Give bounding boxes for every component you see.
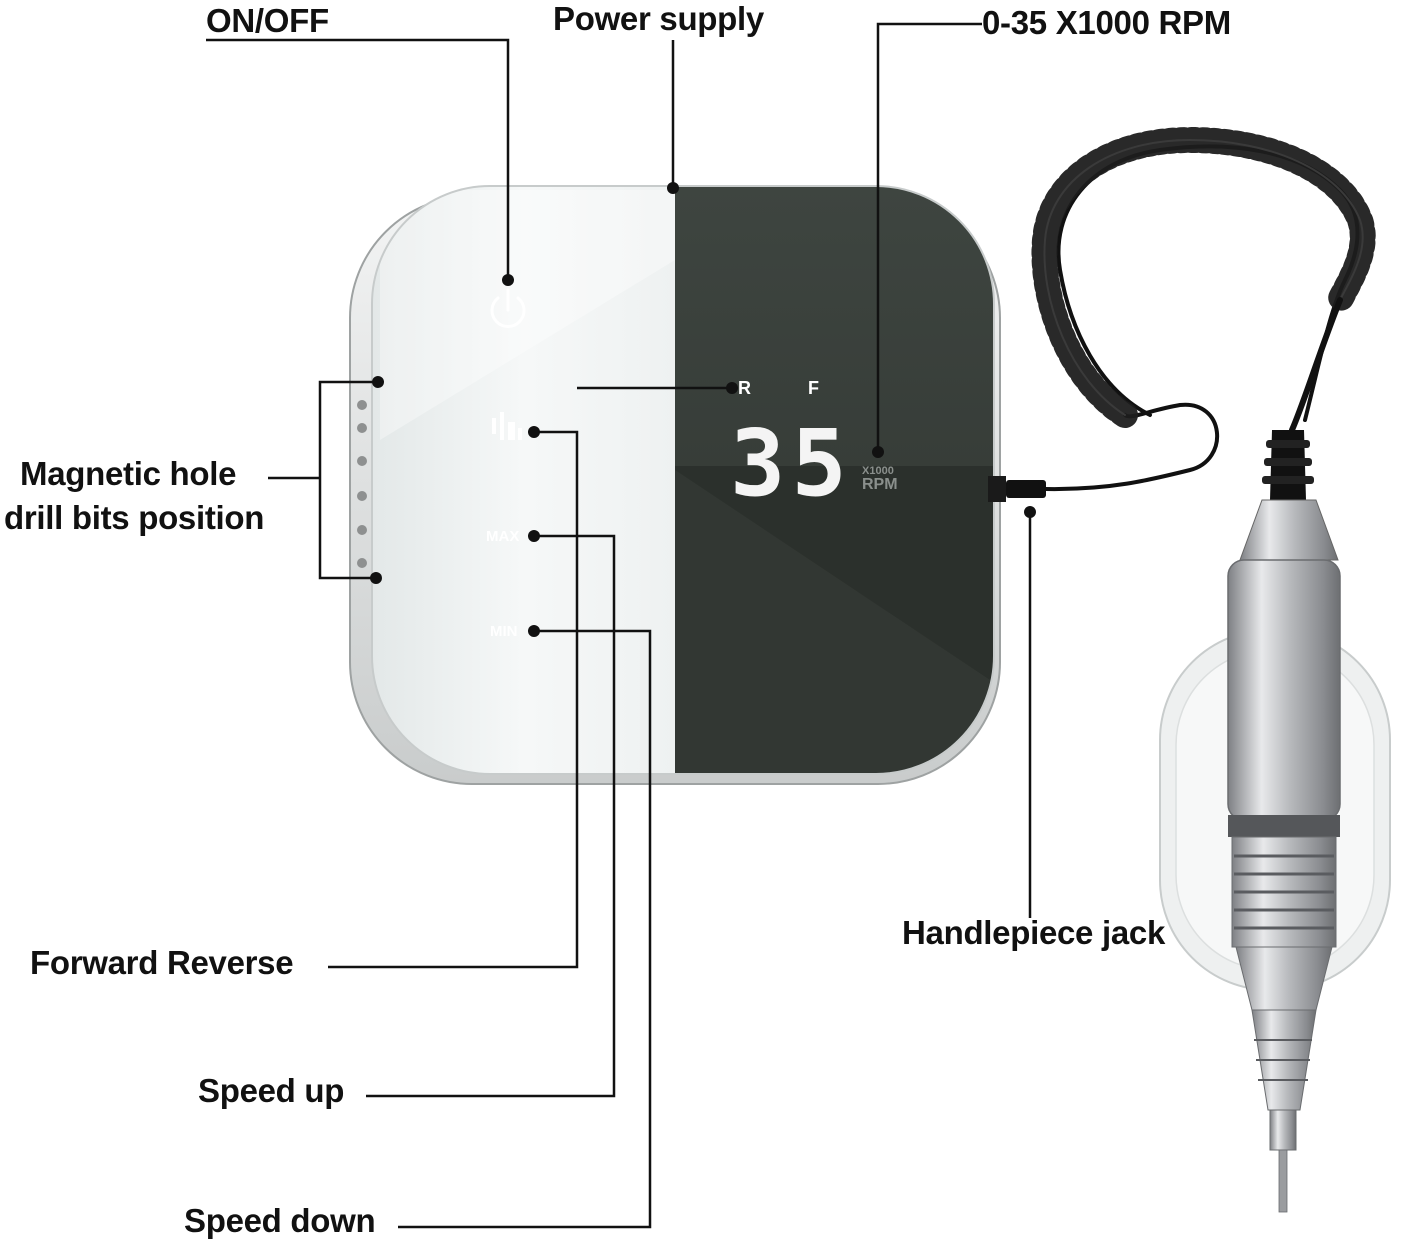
reverse-indicator: R: [738, 378, 751, 399]
label-rpm-range: 0-35 X1000 RPM: [982, 4, 1231, 42]
jack-plug: [988, 476, 1046, 502]
label-on-off: ON/OFF: [206, 2, 329, 40]
label-forward-reverse: Forward Reverse: [30, 944, 293, 982]
label-power-supply: Power supply: [553, 0, 764, 38]
min-button[interactable]: MIN: [490, 623, 518, 640]
speed-display: 35: [730, 418, 853, 510]
handpiece: [1228, 430, 1340, 1212]
label-magnetic-hole: Magnetic hole drill bits position: [4, 452, 264, 540]
control-box: [350, 186, 1005, 784]
label-speed-down: Speed down: [184, 1202, 375, 1240]
label-speed-up: Speed up: [198, 1072, 344, 1110]
label-magnetic-line1: Magnetic hole: [4, 452, 264, 496]
unit-rpm: RPM: [862, 478, 898, 492]
max-button[interactable]: MAX: [486, 528, 519, 545]
coiled-cord: [1044, 140, 1362, 489]
label-magnetic-line2: drill bits position: [4, 496, 264, 540]
label-handlepiece-jack: Handlepiece jack: [902, 914, 1165, 952]
forward-indicator: F: [808, 378, 819, 399]
